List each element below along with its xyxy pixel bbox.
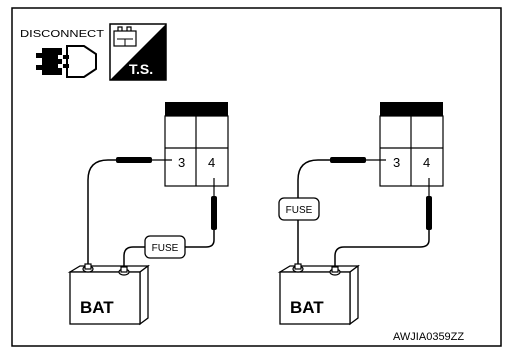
- figure-code: AWJIA0359ZZ: [393, 331, 464, 343]
- right-terminal-3: 3: [393, 155, 400, 170]
- right-probe-terminal-3: [318, 157, 386, 163]
- left-wire-fuse-to-battery: [123, 246, 145, 268]
- right-wire-probe-to-fuse: [297, 159, 319, 198]
- left-wire-probe-to-fuse: [184, 230, 215, 248]
- trouble-shooting-icon: T.S.: [109, 23, 167, 81]
- left-terminal-3: 3: [178, 155, 185, 170]
- right-fuse: FUSE: [278, 197, 320, 221]
- left-fuse: FUSE: [144, 235, 186, 259]
- connector-disconnect-icon: [36, 45, 97, 78]
- right-fuse-label: FUSE: [286, 205, 313, 216]
- right-probe-terminal-4: [426, 178, 432, 230]
- left-probe-terminal-4: [211, 178, 217, 230]
- right-wire-probe-to-battery: [334, 230, 430, 268]
- figure-border: [11, 7, 502, 347]
- left-fuse-label: FUSE: [152, 243, 179, 254]
- left-probe-terminal-3: [108, 157, 172, 163]
- left-battery: BAT: [67, 263, 150, 326]
- disconnect-badge: DISCONNECT: [20, 29, 104, 78]
- left-battery-label: BAT: [80, 298, 114, 317]
- right-connector: 3 4: [379, 102, 444, 187]
- ts-label: T.S.: [129, 61, 153, 77]
- left-connector: 3 4: [164, 102, 229, 187]
- left-wire-probe-to-battery: [87, 159, 109, 264]
- right-terminal-4: 4: [423, 155, 430, 170]
- right-battery-label: BAT: [290, 298, 324, 317]
- left-terminal-4: 4: [208, 155, 215, 170]
- disconnect-label: DISCONNECT: [20, 29, 104, 40]
- right-battery: BAT: [277, 263, 360, 326]
